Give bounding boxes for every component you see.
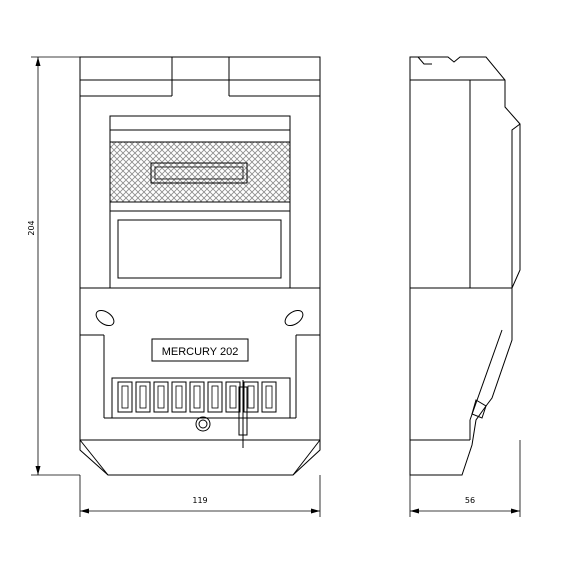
terminal-cell: [261, 381, 277, 413]
side-outline: [409, 56, 521, 476]
terminal-slot: [193, 385, 201, 409]
seal-screw: [195, 416, 211, 432]
dimension-height: 204: [27, 56, 80, 476]
terminal-cell: [171, 381, 187, 413]
dim-height-label: 204: [27, 220, 36, 235]
terminal-slot: [229, 385, 237, 409]
model-label-box: [151, 338, 249, 362]
front-top-tab: [79, 56, 321, 80]
front-view: MERCURY 202: [79, 56, 321, 476]
terminal-slot: [175, 385, 183, 409]
terminal-cell: [243, 381, 259, 413]
front-base: [79, 440, 321, 476]
terminal-block: [111, 377, 291, 419]
terminal-slot: [247, 385, 255, 409]
model-label: MERCURY 202: [162, 346, 239, 358]
dim-width-side-label: 56: [465, 496, 475, 505]
terminal-slot: [265, 385, 273, 409]
terminal-slot: [211, 385, 219, 409]
terminal-cell: [189, 381, 205, 413]
dimension-width-front: 119: [79, 475, 321, 517]
nameplate-area: [117, 219, 282, 279]
mounting-slot-right: [284, 309, 304, 327]
terminal-cell: [135, 381, 151, 413]
terminal-cell: [117, 381, 133, 413]
terminal-cell: [207, 381, 223, 413]
mounting-slot-left: [95, 309, 115, 327]
terminal-slot: [139, 385, 147, 409]
lead-wire: [238, 380, 248, 448]
dimension-width-side: 56: [409, 440, 521, 517]
terminal-cell: [153, 381, 169, 413]
display-panel-hatched: [109, 141, 291, 203]
terminal-slot: [121, 385, 129, 409]
terminal-slot: [157, 385, 165, 409]
front-terminal-body: [79, 288, 321, 441]
terminal-frame: [111, 377, 291, 419]
lcd-display: [150, 162, 248, 184]
side-view: [409, 56, 521, 476]
dim-width-front-label: 119: [192, 496, 207, 505]
terminal-cell: [225, 381, 241, 413]
